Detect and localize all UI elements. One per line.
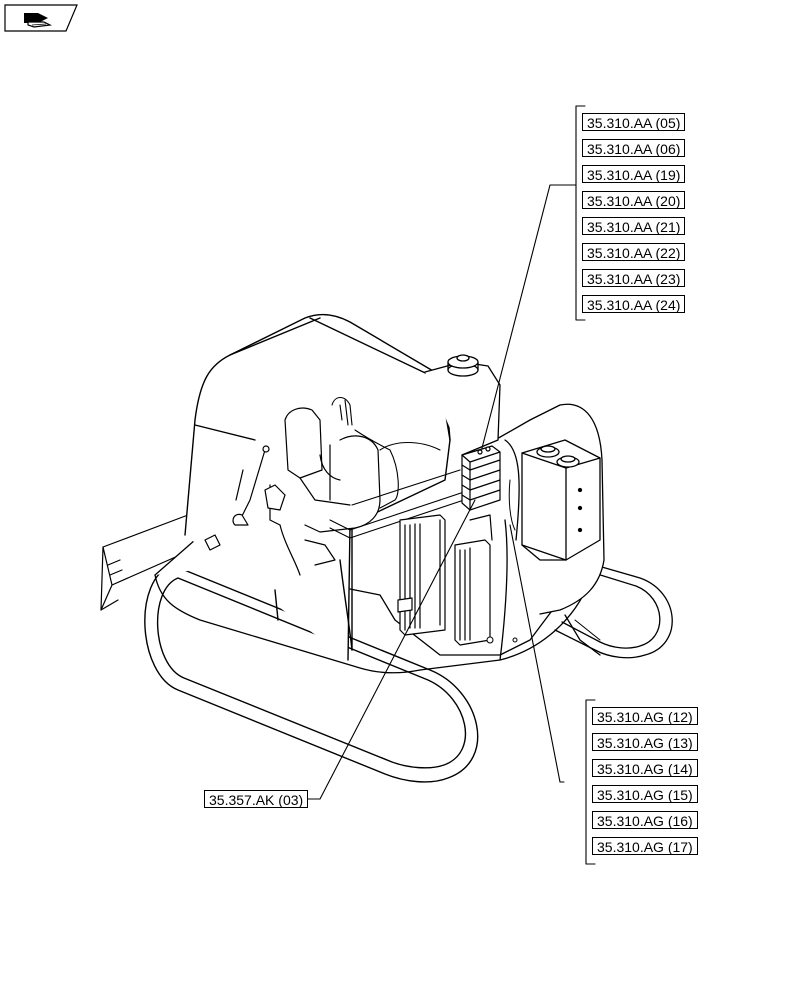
ref-box-ak-03[interactable]: 35.357.AK (03) [204, 790, 309, 808]
ref-box-ag-13[interactable]: 35.310.AG (13) [592, 733, 698, 751]
ref-box-aa-22[interactable]: 35.310.AA (22) [582, 243, 686, 261]
ref-box-ag-16[interactable]: 35.310.AG (16) [592, 811, 698, 829]
ref-box-aa-21[interactable]: 35.310.AA (21) [582, 217, 686, 235]
engine-hood [424, 354, 501, 456]
bracket-bottom [585, 699, 596, 865]
ref-box-ag-14[interactable]: 35.310.AG (14) [592, 759, 698, 777]
leader-lines [304, 184, 577, 800]
dozer-blade [100, 514, 197, 611]
ref-box-aa-06[interactable]: 35.310.AA (06) [582, 139, 686, 157]
ref-box-ag-15[interactable]: 35.310.AG (15) [592, 785, 698, 803]
hydraulic-tank [521, 439, 601, 561]
operator-seat [284, 407, 381, 533]
bracket-top [575, 105, 586, 321]
ref-box-aa-24[interactable]: 35.310.AA (24) [582, 295, 686, 313]
ref-box-ag-17[interactable]: 35.310.AG (17) [592, 837, 698, 855]
radiator [397, 514, 493, 646]
control-levers [204, 445, 336, 576]
body-details [486, 479, 601, 644]
front-track [144, 564, 479, 783]
control-valve [461, 445, 501, 511]
hydraulic-hoses [329, 396, 471, 539]
ref-box-aa-05[interactable]: 35.310.AA (05) [582, 113, 686, 131]
book-arrow-icon [24, 13, 53, 28]
nav-tag[interactable] [4, 4, 78, 32]
ref-box-aa-23[interactable]: 35.310.AA (23) [582, 269, 686, 287]
ref-box-aa-19[interactable]: 35.310.AA (19) [582, 165, 686, 183]
ref-box-aa-20[interactable]: 35.310.AA (20) [582, 191, 686, 209]
ref-box-ag-12[interactable]: 35.310.AG (12) [592, 707, 698, 725]
cab [184, 313, 451, 661]
